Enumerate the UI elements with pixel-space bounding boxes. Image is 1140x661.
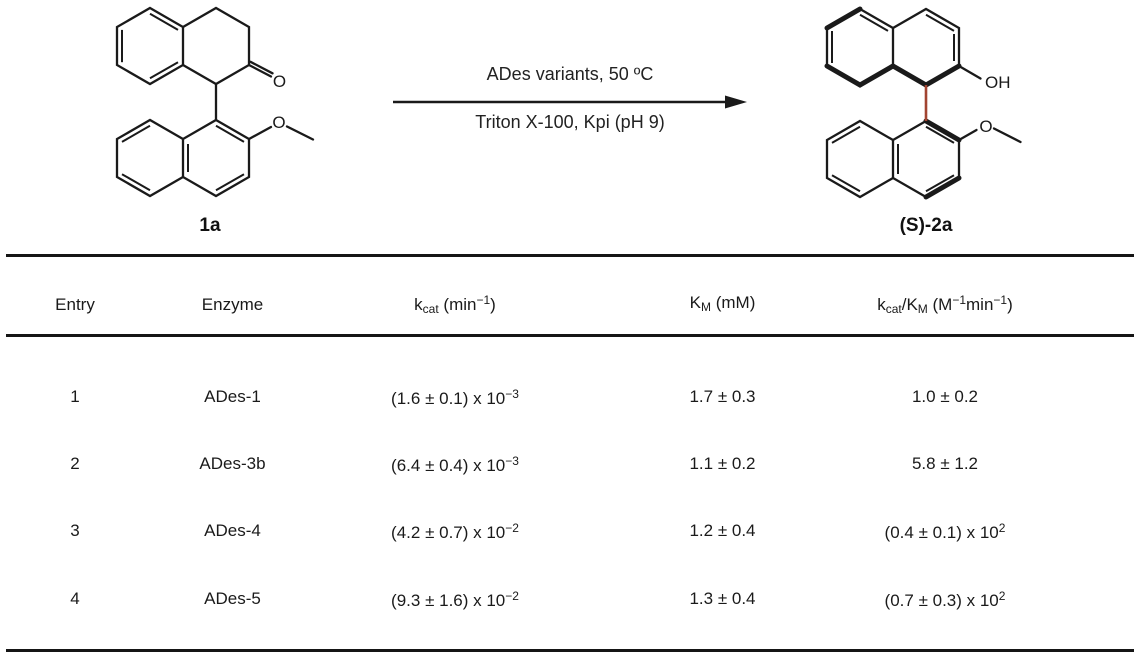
product-label: (S)-2a bbox=[899, 215, 953, 236]
table-header-rule bbox=[6, 334, 1134, 337]
cell-kcat: (1.6 ± 0.1) x 10−3 bbox=[391, 387, 519, 408]
header-km: KM (mM) bbox=[689, 292, 756, 314]
cell-kcat-km: (0.4 ± 0.1) x 102 bbox=[884, 521, 1006, 542]
cell-enzyme: ADes-5 bbox=[204, 588, 261, 608]
cell-km: 1.3 ± 0.4 bbox=[689, 588, 756, 608]
methoxy-oxygen-label: O bbox=[272, 113, 285, 132]
cell-kcat-km: (0.7 ± 0.3) x 102 bbox=[884, 589, 1006, 610]
table-bottom-rule bbox=[6, 649, 1134, 652]
reaction-arrow bbox=[393, 95, 747, 109]
cell-entry: 3 bbox=[70, 520, 80, 540]
hydroxyl-label: OH bbox=[985, 73, 1011, 92]
reactant-structure-1a: O O bbox=[115, 6, 315, 198]
methoxy-oxygen-label: O bbox=[979, 117, 992, 136]
double-bond-inner-lines bbox=[121, 12, 245, 192]
cell-km: 1.1 ± 0.2 bbox=[689, 453, 756, 473]
cell-kcat: (4.2 ± 0.7) x 10−2 bbox=[391, 521, 519, 542]
cell-enzyme: ADes-1 bbox=[204, 386, 261, 406]
table-header-row: Entry Enzyme kcat (min−1) KM (mM) kcat/K… bbox=[0, 287, 1140, 317]
header-entry: Entry bbox=[55, 294, 95, 314]
header-kcat-km: kcat/KM (M−1min−1) bbox=[877, 293, 1013, 316]
conditions-line-2: Triton X-100, Kpi (pH 9) bbox=[475, 112, 665, 132]
reactant-label: 1a bbox=[199, 215, 221, 236]
table-top-rule bbox=[6, 254, 1134, 257]
bold-stereo-bonds bbox=[824, 6, 962, 200]
cell-kcat: (6.4 ± 0.4) x 10−3 bbox=[391, 454, 519, 475]
cell-kcat-km: 1.0 ± 0.2 bbox=[911, 386, 979, 406]
cell-entry: 2 bbox=[70, 453, 80, 473]
cell-enzyme: ADes-3b bbox=[199, 453, 266, 473]
cell-km: 1.7 ± 0.3 bbox=[689, 386, 756, 406]
table-row: 2 ADes-3b (6.4 ± 0.4) x 10−3 1.1 ± 0.2 5… bbox=[0, 448, 1140, 476]
table-row: 3 ADes-4 (4.2 ± 0.7) x 10−2 1.2 ± 0.4 (0… bbox=[0, 515, 1140, 543]
cell-km: 1.2 ± 0.4 bbox=[689, 520, 756, 540]
cell-kcat: (9.3 ± 1.6) x 10−2 bbox=[391, 589, 519, 610]
header-enzyme: Enzyme bbox=[201, 294, 264, 314]
table-row: 1 ADes-1 (1.6 ± 0.1) x 10−3 1.7 ± 0.3 1.… bbox=[0, 381, 1140, 409]
arrowhead-icon bbox=[725, 95, 747, 109]
conditions-line-1: ADes variants, 50 ºC bbox=[486, 64, 654, 84]
product-structure-2a: OH O bbox=[824, 6, 1022, 200]
cell-kcat-km: 5.8 ± 1.2 bbox=[911, 453, 979, 473]
ketone-oxygen-label: O bbox=[273, 72, 286, 91]
cell-entry: 4 bbox=[70, 588, 80, 608]
cell-enzyme: ADes-4 bbox=[204, 520, 261, 540]
table-row: 4 ADes-5 (9.3 ± 1.6) x 10−2 1.3 ± 0.4 (0… bbox=[0, 583, 1140, 611]
cell-entry: 1 bbox=[70, 386, 80, 406]
double-bond-inner-lines bbox=[831, 13, 955, 193]
header-kcat: kcat (min−1) bbox=[414, 293, 496, 316]
